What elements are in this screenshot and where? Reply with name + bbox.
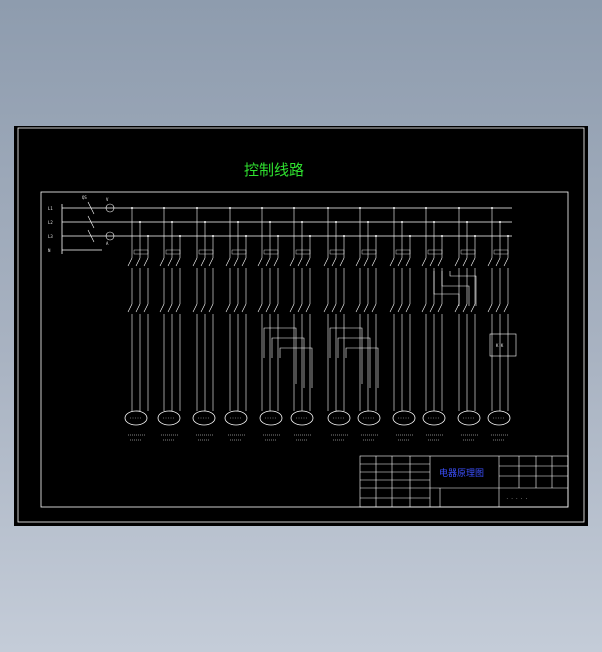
interlock-wiring: K K: [263, 271, 517, 388]
titleblock-name: 电器原理图: [439, 467, 484, 479]
motor-icon: [422, 410, 446, 426]
inner-frame: [40, 191, 569, 508]
svg-text:· · · · ·: · · · · ·: [506, 496, 528, 501]
svg-text:K K: K K: [496, 343, 504, 348]
voltmeter-icon: [105, 203, 115, 213]
main-switch: V A: [87, 197, 115, 246]
svg-text:L1: L1: [48, 206, 53, 211]
svg-text:L3: L3: [48, 234, 53, 239]
svg-text:QS: QS: [82, 195, 87, 200]
ammeter-icon: [105, 231, 115, 241]
schematic-svg: 控制线路 L1 L2 L3 N QS V A K K: [17, 127, 585, 523]
supply-buses: L1 L2 L3 N QS: [48, 195, 512, 254]
svg-text:N: N: [48, 248, 51, 253]
outer-frame: [17, 127, 585, 523]
svg-text:L2: L2: [48, 220, 53, 225]
motor-icon: [290, 410, 314, 426]
branch-circuits: [124, 207, 511, 441]
title-block: 电器原理图 · · · · ·: [359, 455, 569, 508]
svg-text:A: A: [106, 241, 109, 246]
controller-box: [489, 333, 517, 357]
drawing-sheet: 控制线路 L1 L2 L3 N QS V A K K: [14, 126, 588, 526]
drawing-title: 控制线路: [244, 161, 304, 179]
svg-text:V: V: [106, 197, 109, 202]
